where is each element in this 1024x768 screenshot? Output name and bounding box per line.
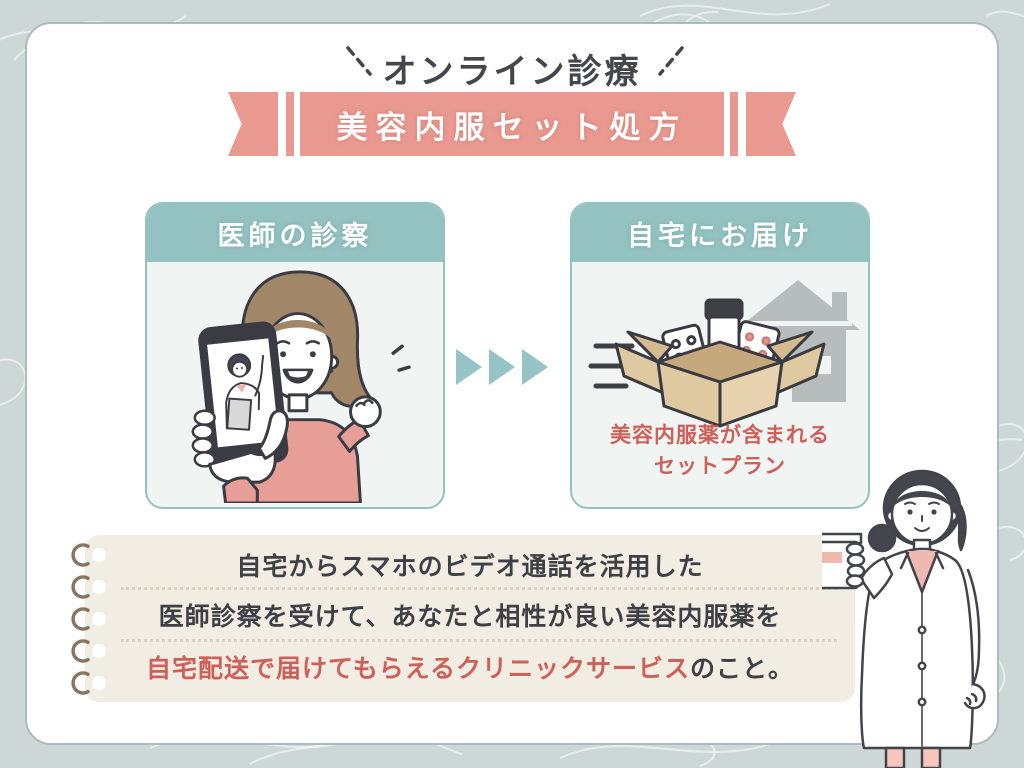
note-divider-1 [121, 587, 837, 590]
step-header-delivery: 自宅にお届け [572, 204, 868, 262]
step-body-consultation [147, 262, 443, 503]
step-header-consultation: 医師の診察 [147, 204, 443, 262]
pharmacist-illustration [822, 469, 986, 768]
ribbon-band: 美容内服セット処方 [300, 92, 724, 156]
title-ribbon: 美容内服セット処方 [228, 92, 796, 156]
forward-arrows [456, 349, 548, 385]
video-call-illustration [191, 270, 411, 503]
arrow-icon [456, 349, 482, 385]
step-card-consultation: 医師の診察 [145, 202, 445, 509]
note-line-1: 自宅からスマホのビデオ通話を活用した [236, 553, 704, 581]
ribbon-tail-left-icon [228, 92, 300, 156]
step-body-delivery: 美容内服薬が含まれる セットプラン [572, 262, 868, 503]
note-line-2: 医師診察を受けて、あなたと相性が良い美容内服薬を [158, 603, 782, 631]
note-line-3-highlight: 自宅配送で届けてもらえるクリニックサービス [145, 655, 690, 683]
spiral-binding-icon [71, 543, 106, 695]
note-panel: 自宅からスマホのビデオ通話を活用した 医師診察を受けて、あなたと相性が良い美容内… [71, 535, 855, 702]
note-divider-2 [121, 639, 837, 642]
eyebrow-title: オンライン診療 [382, 53, 642, 91]
arrow-icon [489, 349, 515, 385]
slash-right-icon [658, 46, 684, 76]
caption-line: 美容内服薬が含まれる [610, 424, 830, 447]
arrow-icon [522, 349, 548, 385]
delivery-box-illustration [588, 280, 860, 428]
ribbon-tail-right-icon [724, 92, 796, 156]
ribbon-label: 美容内服セット処方 [336, 109, 688, 145]
note-line-3-rest: のこと。 [690, 655, 795, 683]
step-card-delivery: 自宅にお届け [570, 202, 870, 509]
note-line-3: 自宅配送で届けてもらえるクリニックサービスのこと。 [113, 651, 827, 687]
caption-line: セットプラン [654, 455, 786, 478]
slash-left-icon [346, 46, 372, 76]
delivery-caption: 美容内服薬が含まれる セットプラン [572, 420, 868, 482]
